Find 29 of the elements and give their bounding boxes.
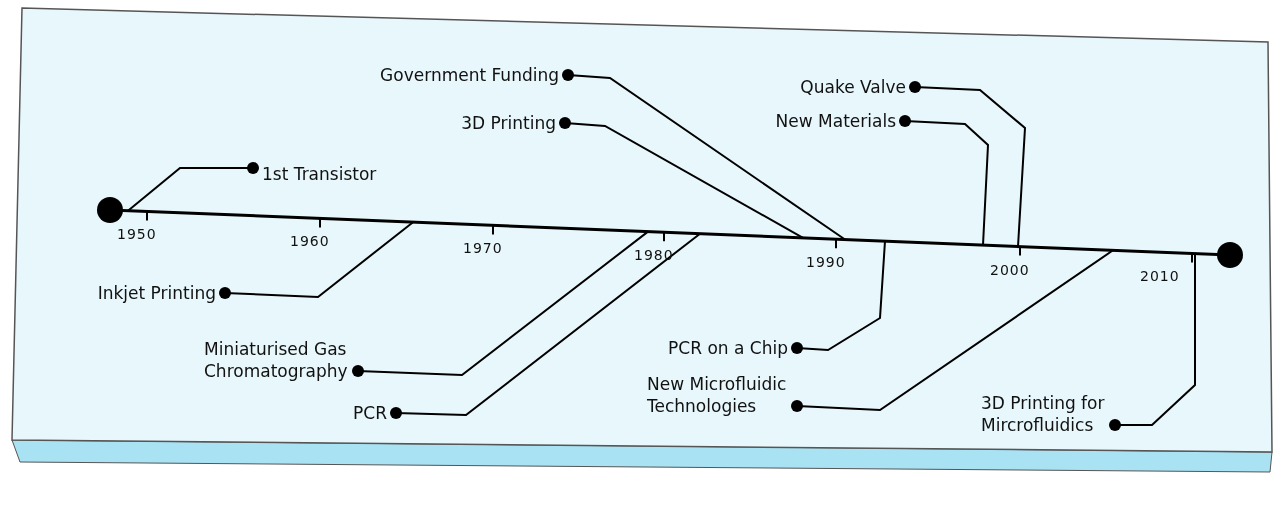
year-label: 2000 — [990, 261, 1030, 278]
event-label: Inkjet Printing — [97, 282, 216, 304]
leader-line — [562, 69, 846, 241]
event-label: Quake Valve — [800, 76, 906, 98]
event-label: Government Funding — [380, 64, 559, 86]
leader-line — [909, 81, 1027, 248]
event-label: Miniaturised Gas Chromatography — [204, 338, 349, 382]
year-label: 1980 — [634, 247, 674, 264]
leader-line — [791, 249, 1114, 412]
event-label: 3D Printing for Mircrofluidics — [981, 392, 1106, 436]
year-label: 2010 — [1140, 268, 1180, 285]
event-label: PCR on a Chip — [668, 337, 788, 359]
year-label: 1990 — [806, 254, 846, 271]
leader-line — [219, 221, 414, 299]
event-label: PCR — [353, 402, 387, 424]
leader-line — [559, 117, 804, 239]
event-label: New Materials — [775, 110, 896, 132]
leader-line — [899, 115, 990, 247]
year-label: 1960 — [290, 233, 330, 250]
leader-line — [1109, 252, 1196, 431]
leader-line — [390, 232, 701, 419]
leader-line — [791, 240, 886, 354]
event-label: New Microfluidic Technologies — [647, 373, 788, 417]
event-label: 3D Printing — [461, 112, 556, 134]
leader-line — [127, 162, 259, 212]
year-label: 1970 — [463, 240, 503, 257]
event-label: 1st Transistor — [262, 163, 377, 185]
leader-line — [352, 230, 649, 377]
year-label: 1950 — [117, 226, 157, 243]
